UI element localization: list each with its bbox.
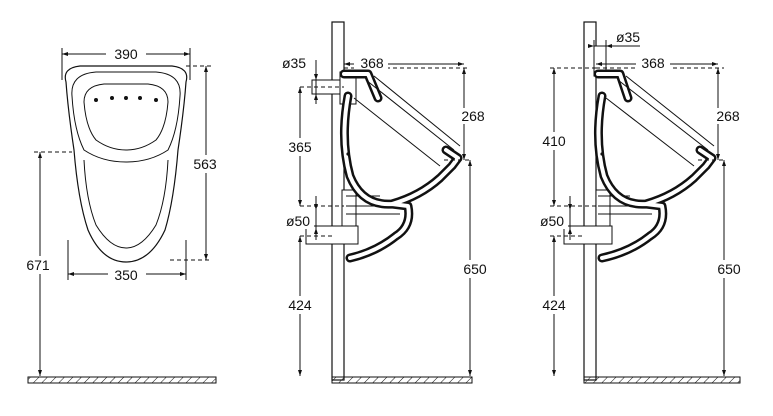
side2-rim-height-label: 268 [716,108,740,124]
side2-pipe-spacing-label: 410 [542,133,566,149]
side-view-2: ø35 368 268 410 ø50 424 [536,21,746,384]
front-width-bottom-label: 350 [114,267,138,283]
side2-depth-label: 368 [641,55,665,71]
floor-2 [583,376,741,384]
side2-pipe-bottom-dia-label: ø50 [540,213,564,229]
side2-pipe-top-dia-label: ø35 [616,29,640,45]
front-width-top-label: 390 [114,46,138,62]
side2-outlet-height-label: 424 [542,297,566,313]
side2-total-height-label: 650 [717,261,741,277]
front-height-body-label: 563 [193,156,217,172]
outlet-pipe-1 [305,225,359,245]
side-view-1: ø35 368 268 365 ø50 424 [282,21,492,384]
outlet-pipe-2 [563,225,613,245]
bowl-rim [71,71,181,163]
side1-pipe-bottom-dia-label: ø50 [286,213,310,229]
side1-pipe-spacing-label: 365 [288,139,312,155]
side1-total-height-label: 650 [463,261,487,277]
side1-rim-height-label: 268 [461,108,485,124]
front-height-floor-label: 671 [26,257,50,273]
side1-pipe-top-dia-label: ø35 [282,55,306,71]
spray-holes [94,96,158,102]
side1-depth-label: 368 [360,55,384,71]
front-view: 390 350 563 671 [24,46,220,384]
side1-outlet-height-label: 424 [288,297,312,313]
floor-1 [331,376,473,384]
floor-front [27,376,217,384]
urinal-body-front [64,65,188,263]
